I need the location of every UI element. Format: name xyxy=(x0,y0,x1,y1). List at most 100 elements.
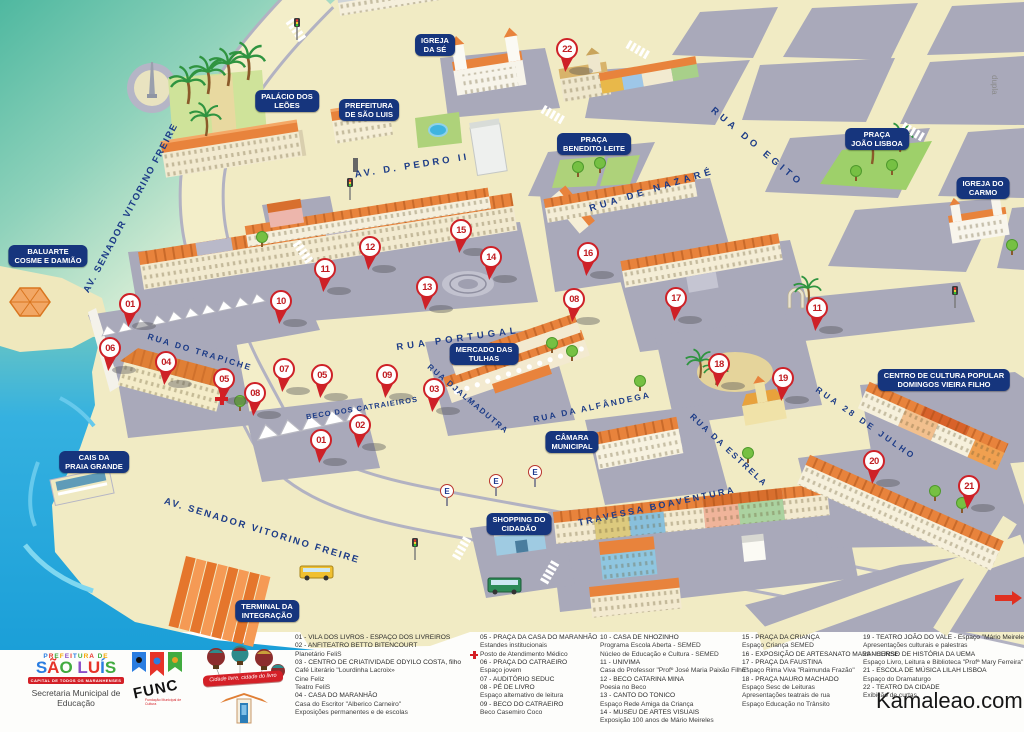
map-label-line: MUNICIPAL xyxy=(551,442,593,451)
marker-pin-icon: 07 xyxy=(273,358,295,380)
marker-shadow xyxy=(576,317,600,325)
legend-item: Exposição 100 anos de Mário Meireles xyxy=(600,717,714,725)
legend-item: Casa do Professor "Profº José Maria Paix… xyxy=(600,667,748,675)
map-label-line: PRAÇA xyxy=(580,135,608,144)
map-label-line: PREFEITURA xyxy=(345,101,393,110)
marker-pin-icon: 12 xyxy=(359,236,381,258)
legend-item: Espaço jovem xyxy=(480,667,522,675)
legend-column-1: 01 - VILA DOS LIVROS - ESPAÇO DOS LIVREI… xyxy=(295,634,461,717)
marker-shadow xyxy=(372,265,396,273)
marker-pin-icon: 17 xyxy=(665,287,687,309)
map-label-line: TERMINAL DA xyxy=(241,602,293,611)
map-label-line: CÂMARA xyxy=(555,433,589,442)
legend-item: Casa do Escritor "Alberico Carneiro" xyxy=(295,700,402,708)
map-label-line: DE SÃO LUIS xyxy=(345,110,393,119)
legend-item: 16 - EXPOSIÇÃO DE ARTESANATO MARANHENSE xyxy=(742,650,899,658)
map-label-line: PRAIA GRANDE xyxy=(65,462,123,471)
legend-item: Espaço Criança SEMED xyxy=(742,642,814,650)
legend-item: Posto de Atendimento Médico xyxy=(470,650,597,659)
prefeitura-logo-line2: SÃO LUÍS xyxy=(35,658,117,677)
legend-item: 11 - UNIVIMA xyxy=(600,659,641,667)
marker-pin-icon: 16 xyxy=(577,242,599,264)
marker-shadow xyxy=(226,397,250,405)
legend-item: Teatro FeliS xyxy=(295,684,331,692)
marker-pin-icon: 15 xyxy=(450,219,472,241)
legend-item: 06 - PRAÇA DO CATRAEIRO xyxy=(480,659,568,667)
legend-item: Espaço Sesc de Leituras xyxy=(742,684,815,692)
map-label-line: COSME E DAMIÃO xyxy=(14,256,82,265)
legend-item: 04 - CASA DO MARANHÃO xyxy=(295,692,378,700)
marker-pin-icon: 04 xyxy=(155,351,177,373)
marker-shadow xyxy=(785,396,809,404)
legend-item: Poesia no Beco xyxy=(600,684,647,692)
marker-shadow xyxy=(971,504,995,512)
marker-shadow xyxy=(876,479,900,487)
marker-shadow xyxy=(463,248,487,256)
func-logo: FUNC Fundação Municipal de Cultura xyxy=(130,652,192,708)
parking-marker: E xyxy=(528,465,542,487)
map-label-line: PALÁCIO DOS xyxy=(261,92,313,101)
marker-shadow xyxy=(389,393,413,401)
legend-item: 05 - PRAÇA DA CASA DO MARANHÃO xyxy=(480,634,598,641)
marker-pin-icon: 20 xyxy=(863,450,885,472)
marker-shadow xyxy=(132,322,156,330)
legend-item: Núcleo de Educação e Cultura - SEMED xyxy=(600,650,719,658)
map-label-line: DA SÉ xyxy=(423,45,447,54)
red-cross-icon xyxy=(215,392,228,405)
legend-item: Apresentações teatrais de rua xyxy=(742,692,830,700)
map-label-line: MERCADO DAS xyxy=(455,345,513,354)
marker-shadow xyxy=(112,366,136,374)
legend-item: Espaço Rede Amiga da Criança xyxy=(600,700,694,708)
legend-item: 03 - CENTRO DE CRIATIVIDADE ODYILO COSTA… xyxy=(295,659,462,667)
marker-shadow xyxy=(678,316,702,324)
legend-item: 21 - ESCOLA DE MÚSICA LILAH LISBOA xyxy=(863,667,987,675)
marker-pin-icon: 06 xyxy=(99,337,121,359)
marker-shadow xyxy=(327,287,351,295)
legend-item: Apresentações culturais e palestras xyxy=(863,642,968,650)
legend-item: Planetário FeliS xyxy=(295,650,342,658)
red-cross-icon xyxy=(470,650,478,659)
marker-pin-icon: 05 xyxy=(213,368,235,390)
marker-pin-icon: 11 xyxy=(806,297,828,319)
legend-item: 14 - MUSEU DE ARTES VISUAIS xyxy=(600,709,700,717)
map-label-line: CIDADÃO xyxy=(501,524,537,533)
marker-pin-icon: 19 xyxy=(772,367,794,389)
marker-shadow xyxy=(362,443,386,451)
marker-shadow xyxy=(286,387,310,395)
marker-shadow xyxy=(283,319,307,327)
func-logo-sub: Fundação Municipal de Cultura xyxy=(145,698,182,706)
marker-pin-icon: 21 xyxy=(958,475,980,497)
parking-marker: E xyxy=(489,474,503,496)
website-text: Kamaleao.com xyxy=(876,688,1023,713)
prefeitura-logo-line3: CAPITAL DE TODOS OS MARANHENSES xyxy=(28,677,124,684)
map-label-line: CAIS DA xyxy=(78,453,110,462)
legend-item: Exibição de curtas xyxy=(863,692,917,700)
marker-pin-icon: 14 xyxy=(480,246,502,268)
map-label-line: DOMINGOS VIEIRA FILHO xyxy=(897,380,991,389)
legend-item: 01 - VILA DOS LIVROS - ESPAÇO DOS LIVREI… xyxy=(295,634,451,641)
legend-item: 15 - PRAÇA DA CRIANÇA xyxy=(742,634,820,641)
legend-item: 17 - PRAÇA DA FAUSTINA xyxy=(742,659,823,667)
legend-column-5: 19 - TEATRO JOÃO DO VALE - Espaço "Mário… xyxy=(863,634,1024,701)
legend-item: Espaço Educação no Trânsito xyxy=(742,700,830,708)
marker-pin-icon: 10 xyxy=(270,290,292,312)
map-label-line: INTEGRAÇÃO xyxy=(241,611,293,620)
map-label-line: CARMO xyxy=(968,188,998,197)
marker-pin-icon: 01 xyxy=(310,429,332,451)
legend-item: Programa Escola Aberta - SEMED xyxy=(600,642,701,650)
marker-pin-icon: 11 xyxy=(314,258,336,280)
prefeitura-logo-line1: PREFEITURA DE xyxy=(43,653,109,660)
